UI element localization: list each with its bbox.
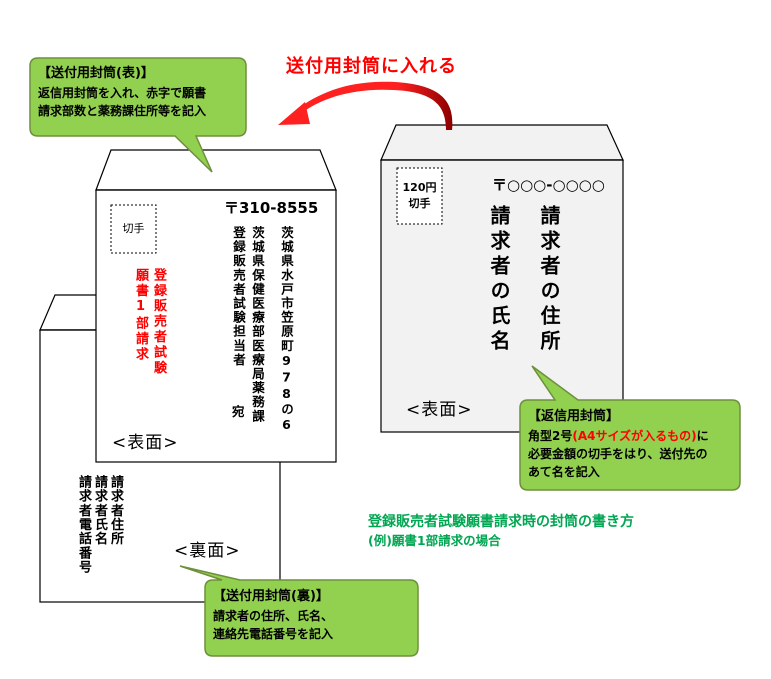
return-col1: 請求者の住所: [537, 205, 561, 355]
curved-arrow: [278, 81, 453, 130]
callout-front-title: 【送付用封筒(表)】: [38, 66, 154, 81]
return-stamp-box: [396, 167, 443, 225]
front-address-col: 茨城県水戸市笠原町978の6: [279, 226, 294, 434]
callout-back-shape: [179, 565, 419, 657]
return-stamp-line1: 120円: [402, 181, 437, 194]
callout-front-line2: 請求部数と薬務課住所等を記入: [38, 104, 207, 118]
front-recipient-col: 登録販売者試験担当者: [231, 226, 246, 367]
callout-back-title: 【送付用封筒(裏)】: [213, 589, 329, 604]
front-red-col1: 登録販売者試験: [151, 268, 166, 376]
front-stamp-label: 切手: [122, 222, 145, 235]
callout-return-line1: 角型2号(A4サイズが入るもの)に: [528, 427, 736, 445]
back-col3: 請求者電話番号: [76, 475, 91, 575]
front-red-col2: 願書1部請求: [133, 268, 148, 363]
back-side-label: <裏面>: [174, 541, 241, 561]
back-col2: 請求者氏名: [92, 475, 107, 546]
callout-return-line3: あて名を記入: [528, 465, 600, 479]
callout-back: 【送付用封筒(裏)】 請求者の住所、氏名、 連絡先電話番号を記入: [213, 587, 413, 643]
callout-front-shape: [29, 57, 247, 173]
return-stamp-line2: 切手: [408, 197, 431, 210]
front-zip: 〒310-8555: [224, 199, 319, 217]
return-stamp-label: 120円 切手: [397, 180, 442, 212]
front-honorific: 宛: [232, 404, 245, 419]
return-col2: 請求者の氏名: [487, 205, 511, 355]
callout-return-line2: 必要金額の切手をはり、送付先の: [528, 447, 708, 461]
return-zip: 〒○○○-○○○○: [492, 176, 605, 194]
callout-return-line1-pre: 角型2号: [528, 429, 573, 443]
front-stamp-box: [110, 204, 157, 254]
callout-front: 【送付用封筒(表)】 返信用封筒を入れ、赤字で願書 請求部数と薬務課住所等を記入: [38, 64, 243, 120]
callout-return-shape: [519, 365, 741, 491]
front-department-col: 茨城県保健医療部医療局薬務課: [250, 226, 265, 424]
back-col1: 請求者住所: [108, 475, 123, 546]
callout-return-line1-post: に: [696, 429, 709, 443]
arrow-label: 送付用封筒に入れる: [286, 56, 457, 77]
return-side-label: <表面>: [406, 400, 473, 420]
front-side-label: <表面>: [112, 433, 179, 453]
callout-back-line1: 請求者の住所、氏名、: [213, 609, 334, 623]
callout-return-line1-red: (A4サイズが入るもの): [572, 429, 697, 443]
caption: 登録販売者試験願書請求時の封筒の書き方 (例)願書1部請求の場合: [368, 513, 634, 549]
caption-line1: 登録販売者試験願書請求時の封筒の書き方: [368, 514, 634, 530]
callout-front-line1: 返信用封筒を入れ、赤字で願書: [38, 86, 207, 100]
callout-return-title: 【返信用封筒】: [528, 409, 620, 424]
callout-back-line2: 連絡先電話番号を記入: [213, 627, 334, 641]
callout-return: 【返信用封筒】 角型2号(A4サイズが入るもの)に 必要金額の切手をはり、送付先…: [528, 407, 736, 481]
caption-line2: (例)願書1部請求の場合: [368, 533, 501, 548]
